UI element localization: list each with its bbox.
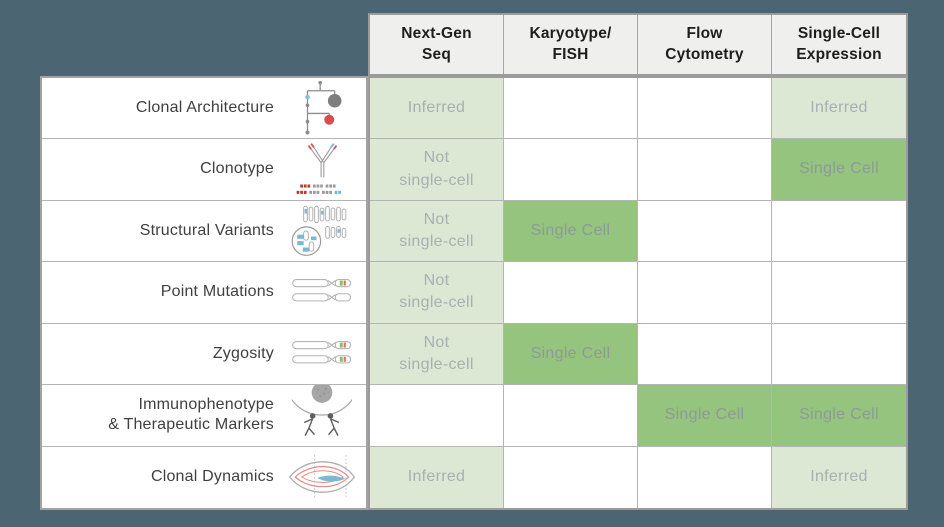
point-mutations-icon-box: [282, 263, 362, 321]
feature-row-zygosity: Zygosity: [42, 324, 366, 386]
matrix-cell-clonal-dynamics-karyotype-fish: [504, 446, 638, 508]
feature-label: Clonal Dynamics: [150, 467, 274, 485]
matrix-cell-clonal-dynamics-single-cell-expression: Inferred: [772, 446, 906, 508]
matrix-cell-clonotype-single-cell-expression: Single Cell: [772, 139, 906, 201]
matrix-cell-immunophenotype-therapeutic-markers-flow-cytometry: Single Cell: [638, 385, 772, 447]
matrix-cell-clonal-architecture-flow-cytometry: [638, 78, 772, 140]
zygosity-icon-box: [282, 325, 362, 383]
matrix-cell-structural-variants-single-cell-expression: [772, 200, 906, 263]
structural-variants-icon-box: [282, 202, 362, 260]
matrix-cell-immunophenotype-therapeutic-markers-next-gen-seq: [370, 385, 504, 447]
feature-label: Clonal Architecture: [135, 98, 274, 116]
matrix-cell-clonal-architecture-next-gen-seq: Inferred: [370, 78, 504, 140]
clonal-architecture-icon: [305, 81, 342, 135]
matrix-cell-zygosity-single-cell-expression: [772, 323, 906, 386]
feature-label: Immunophenotype & Therapeutic Markers: [108, 395, 274, 434]
matrix-cell-clonal-architecture-single-cell-expression: Inferred: [772, 78, 906, 140]
zygosity-icon: [292, 340, 351, 364]
feature-label: Clonotype: [200, 160, 274, 178]
matrix-cell-point-mutations-flow-cytometry: [638, 262, 772, 324]
matrix-cell-point-mutations-karyotype-fish: [504, 262, 638, 324]
matrix-cell-zygosity-flow-cytometry: [638, 323, 772, 386]
clonal-architecture-icon-box: [282, 79, 362, 137]
feature-row-clonal-dynamics: Clonal Dynamics: [42, 447, 366, 508]
feature-row-structural-variants: Structural Variants: [42, 201, 366, 263]
matrix-cell-zygosity-karyotype-fish: Single Cell: [504, 323, 638, 386]
matrix-cell-clonotype-karyotype-fish: [504, 139, 638, 201]
feature-row-point-mutations: Point Mutations: [42, 262, 366, 324]
feature-label-column: Clonal Architecture Clonotype: [40, 76, 368, 510]
matrix-cell-clonal-architecture-karyotype-fish: [504, 78, 638, 140]
feature-row-clonal-architecture: Clonal Architecture: [42, 78, 366, 140]
matrix-cell-clonal-dynamics-next-gen-seq: Inferred: [370, 446, 504, 508]
clonotype-icon-box: [282, 141, 362, 199]
column-header-karyotype-fish: Karyotype/ FISH: [504, 15, 638, 74]
matrix-cell-zygosity-next-gen-seq: Not single-cell: [370, 323, 504, 386]
matrix-cell-point-mutations-single-cell-expression: [772, 262, 906, 324]
matrix-cell-immunophenotype-therapeutic-markers-single-cell-expression: Single Cell: [772, 385, 906, 447]
immunophenotype-icon-box: [282, 385, 362, 444]
structural-variants-icon: [291, 205, 347, 256]
column-header-flow-cytometry: Flow Cytometry: [638, 15, 772, 74]
clonal-dynamics-icon-box: [282, 448, 362, 506]
matrix-cell-clonal-dynamics-flow-cytometry: [638, 446, 772, 508]
feature-row-clonotype: Clonotype: [42, 139, 366, 201]
matrix-cell-clonotype-flow-cytometry: [638, 139, 772, 201]
matrix-cell-structural-variants-karyotype-fish: Single Cell: [504, 200, 638, 263]
matrix-cell-structural-variants-flow-cytometry: [638, 200, 772, 263]
clonal-dynamics-icon: [288, 455, 356, 500]
matrix-cell-point-mutations-next-gen-seq: Not single-cell: [370, 262, 504, 324]
immunophenotype-icon: [292, 385, 352, 437]
matrix-cell-immunophenotype-therapeutic-markers-karyotype-fish: [504, 385, 638, 447]
feature-row-immunophenotype-therapeutic-markers: Immunophenotype & Therapeutic Markers: [42, 385, 366, 447]
clonotype-icon: [296, 142, 342, 194]
feature-label: Point Mutations: [160, 283, 274, 301]
feature-label: Structural Variants: [139, 221, 274, 239]
point-mutations-icon: [292, 279, 351, 302]
matrix-cell-clonotype-next-gen-seq: Not single-cell: [370, 139, 504, 201]
feature-label: Zygosity: [212, 344, 274, 362]
column-header-next-gen-seq: Next-Gen Seq: [370, 15, 504, 74]
column-header-single-cell-expression: Single-Cell Expression: [796, 25, 882, 63]
matrix-cell-structural-variants-next-gen-seq: Not single-cell: [370, 200, 504, 263]
